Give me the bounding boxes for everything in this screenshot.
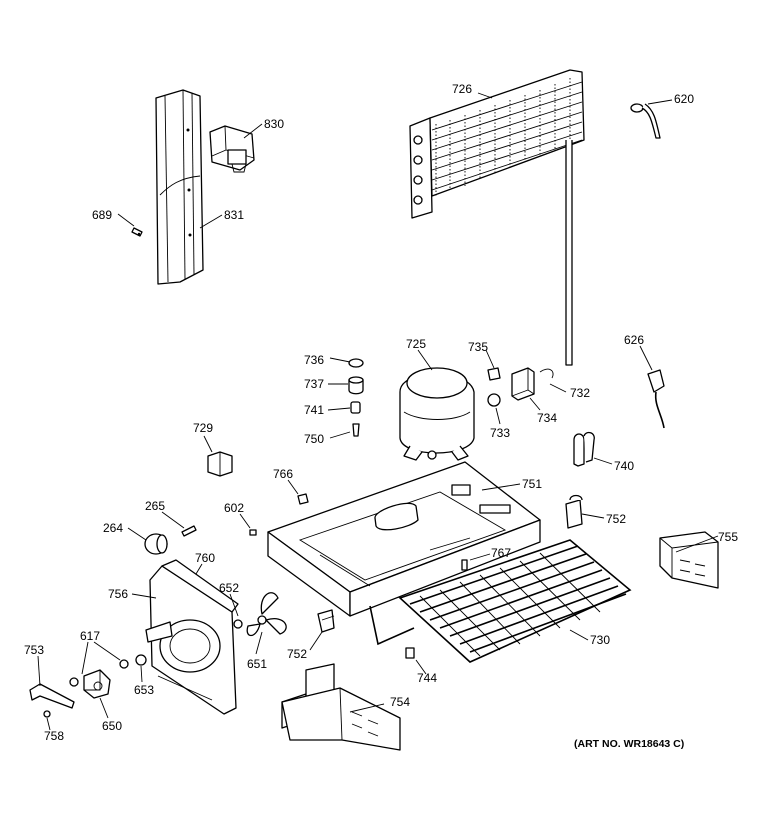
- part-756-shroud: [145, 565, 237, 715]
- part-650-fan-motor: [83, 669, 111, 699]
- callout-729: 729: [193, 421, 213, 435]
- callout-602: 602: [224, 501, 244, 515]
- part-726-evaporator: [409, 69, 585, 366]
- callout-750: 750: [304, 432, 324, 446]
- callout-650: 650: [102, 719, 122, 733]
- part-754-duct: [281, 663, 401, 751]
- callout-264: 264: [103, 521, 123, 535]
- callout-752-upper: 752: [606, 512, 626, 526]
- part-265-screw: [181, 525, 197, 537]
- callout-626: 626: [624, 333, 644, 347]
- callout-653: 653: [134, 683, 154, 697]
- callout-726: 726: [452, 82, 472, 96]
- callout-758: 758: [44, 729, 64, 743]
- part-767-clip: [461, 559, 468, 571]
- part-744-clip: [405, 647, 415, 659]
- part-736-clip: [348, 358, 364, 368]
- callout-740: 740: [614, 459, 634, 473]
- callout-751: 751: [522, 477, 542, 491]
- part-752-clip-lower: [317, 609, 335, 633]
- callout-753: 753: [24, 643, 44, 657]
- part-689-screw: [131, 227, 143, 237]
- callout-735: 735: [468, 340, 488, 354]
- callout-741: 741: [304, 403, 324, 417]
- part-753-bracket: [29, 683, 75, 709]
- callout-732: 732: [570, 386, 590, 400]
- callout-725: 725: [406, 337, 426, 351]
- part-758-screw: [43, 710, 51, 718]
- callout-651: 651: [247, 657, 267, 671]
- art-number: (ART NO. WR18643 C): [574, 738, 684, 750]
- part-617-grommet: [69, 659, 129, 687]
- callout-652: 652: [219, 581, 239, 595]
- part-732-clip: [539, 368, 554, 379]
- part-626-cord: [647, 369, 665, 429]
- callout-617: 617: [80, 629, 100, 643]
- callout-830: 830: [264, 117, 284, 131]
- callout-736: 736: [304, 353, 324, 367]
- callout-752-lower: 752: [287, 647, 307, 661]
- part-734-relay: [511, 367, 535, 401]
- part-752-bracket-upper: [565, 494, 583, 529]
- callout-labels: 726 620 830 689 831 736 725 735 626 737 …: [24, 82, 738, 750]
- part-729-capacitor: [207, 451, 233, 477]
- part-730-condenser: [369, 539, 632, 663]
- callout-766: 766: [273, 467, 293, 481]
- part-830-thermostat: [209, 125, 255, 173]
- part-620-sensor: [630, 103, 661, 139]
- callout-831: 831: [224, 208, 244, 222]
- callout-767: 767: [491, 546, 511, 560]
- leader-lines: [37, 92, 719, 731]
- part-651-fan-blade: [246, 592, 287, 637]
- callout-754: 754: [390, 695, 410, 709]
- callout-744: 744: [417, 671, 437, 685]
- callout-730: 730: [590, 633, 610, 647]
- callout-689: 689: [92, 208, 112, 222]
- part-652-clip: [233, 619, 243, 629]
- callout-756: 756: [108, 587, 128, 601]
- callout-734: 734: [537, 411, 557, 425]
- part-760-channel: [161, 559, 239, 613]
- part-737-grommet: [348, 376, 364, 395]
- callout-737: 737: [304, 377, 324, 391]
- part-831-channel: [155, 89, 204, 285]
- part-750-screw: [352, 423, 360, 437]
- part-733-overload: [487, 393, 501, 407]
- part-740-tube: [573, 431, 595, 467]
- callout-755: 755: [718, 530, 738, 544]
- part-755-bracket: [659, 531, 719, 589]
- part-725-compressor: [399, 367, 475, 461]
- part-741-sleeve: [350, 401, 361, 414]
- part-766-clip: [297, 493, 309, 505]
- callout-620: 620: [674, 92, 694, 106]
- part-264-roller: [144, 533, 168, 555]
- part-735-cap: [487, 367, 501, 381]
- callout-760: 760: [195, 551, 215, 565]
- part-602-screw: [249, 529, 257, 536]
- part-751-base: [267, 461, 541, 617]
- part-653-grommet: [135, 654, 147, 666]
- callout-265: 265: [145, 499, 165, 513]
- callout-733: 733: [490, 426, 510, 440]
